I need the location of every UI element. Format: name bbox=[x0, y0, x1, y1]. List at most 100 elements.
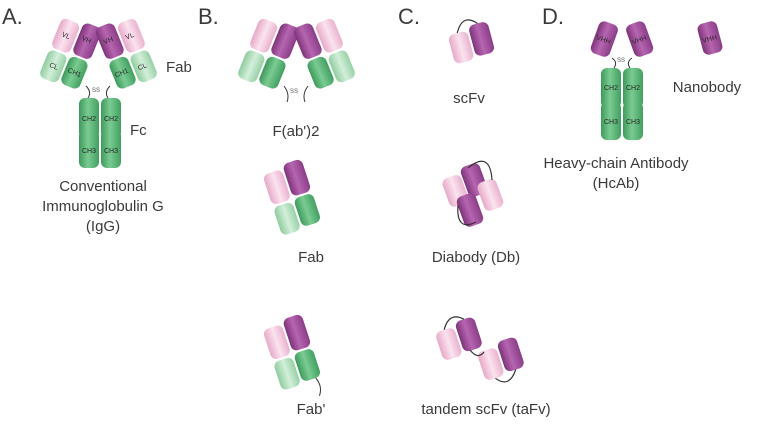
linker bbox=[456, 19, 478, 34]
igg-name-line2: Immunoglobulin G bbox=[42, 198, 164, 215]
vhh-label: VHH bbox=[595, 34, 611, 46]
domain-ch2-left bbox=[601, 68, 621, 108]
domain-vh bbox=[96, 23, 124, 59]
domain-vl bbox=[477, 179, 504, 211]
domain-ch1 bbox=[109, 56, 136, 89]
disulfide-label: SS bbox=[92, 88, 100, 94]
domain-ch1 bbox=[61, 56, 88, 89]
ch3-label: CH3 bbox=[104, 148, 118, 155]
vh-label: VH bbox=[80, 35, 92, 45]
diabody bbox=[442, 160, 504, 227]
domain-ch3-right bbox=[623, 102, 643, 140]
domain-vh bbox=[294, 23, 322, 59]
fab2-fragment: SS bbox=[238, 18, 355, 103]
domain-ch1 bbox=[307, 56, 334, 89]
domain-ch3-left bbox=[79, 130, 99, 168]
ch2-label: CH2 bbox=[82, 116, 96, 123]
ch2-label: CH2 bbox=[604, 85, 618, 92]
ch2-label: CH2 bbox=[104, 116, 118, 123]
hinge bbox=[85, 85, 111, 99]
vhh-label: VHH bbox=[702, 34, 718, 45]
domain-vhh bbox=[626, 21, 654, 57]
linker bbox=[469, 349, 485, 357]
ch1-label: CH1 bbox=[114, 68, 130, 80]
domain-ch2-right bbox=[623, 68, 643, 108]
domain-cl bbox=[130, 50, 157, 83]
domain-vl bbox=[52, 18, 80, 53]
hinge-tail bbox=[315, 377, 321, 396]
linker bbox=[495, 369, 517, 383]
linker bbox=[443, 316, 465, 330]
domain-cl bbox=[328, 50, 355, 83]
fab-fragment bbox=[263, 159, 320, 235]
disulfide-label: SS bbox=[617, 58, 625, 64]
hinge bbox=[283, 85, 309, 103]
panel-letter-b: B. bbox=[198, 4, 219, 29]
domain-ch1 bbox=[294, 349, 320, 381]
ch3-label: CH3 bbox=[82, 148, 96, 155]
fab-prime-label: Fab' bbox=[297, 401, 326, 418]
igg-fc-label: Fc bbox=[130, 122, 147, 139]
domain-vhh bbox=[590, 21, 618, 57]
linker bbox=[457, 204, 477, 226]
domain-vh bbox=[497, 337, 524, 372]
ch3-label: CH3 bbox=[626, 119, 640, 126]
heavy-chain-antibody: VHH VHH SS CH2 CH2 CH3 CH3 bbox=[590, 21, 654, 140]
domain-cl bbox=[40, 50, 67, 83]
hcab-label-line1: Heavy-chain Antibody bbox=[543, 155, 689, 172]
linker bbox=[467, 160, 493, 181]
domain-cl bbox=[274, 357, 300, 390]
hcab-label-line2: (HcAb) bbox=[593, 175, 640, 192]
domain-vh bbox=[456, 193, 484, 227]
domain-vl bbox=[315, 18, 343, 53]
igg-antibody: VL VH CL CH1 VH VL CH1 CL SS CH2 CH2 CH3… bbox=[40, 18, 157, 168]
vhh-label: VHH bbox=[631, 35, 647, 47]
domain-ch2-right bbox=[101, 98, 121, 138]
fab-prime-fragment bbox=[263, 314, 321, 396]
igg-name-line1: Conventional bbox=[59, 178, 147, 195]
igg-fab-label: Fab bbox=[166, 59, 192, 76]
domain-vh bbox=[73, 23, 101, 59]
vl-label: VL bbox=[60, 31, 71, 41]
domain-ch3-left bbox=[601, 102, 621, 140]
cl-label: CL bbox=[48, 62, 59, 72]
cl-label: CL bbox=[137, 62, 148, 72]
scfv-label: scFv bbox=[453, 90, 485, 107]
panel-letter-c: C. bbox=[398, 4, 420, 29]
diabody-label: Diabody (Db) bbox=[432, 249, 520, 266]
domain-vh bbox=[469, 22, 495, 56]
domain-ch1 bbox=[294, 194, 320, 226]
panel-letter-d: D. bbox=[542, 4, 564, 29]
panel-letter-a: A. bbox=[2, 4, 23, 29]
domain-vl bbox=[448, 31, 474, 64]
domain-ch2-left bbox=[79, 98, 99, 138]
fab-label: Fab bbox=[298, 249, 324, 266]
domain-ch1 bbox=[259, 56, 286, 89]
nanobody-label: Nanobody bbox=[673, 79, 742, 96]
domain-cl bbox=[274, 202, 300, 235]
disulfide-label: SS bbox=[290, 89, 298, 95]
igg-name-line3: (IgG) bbox=[86, 218, 120, 235]
domain-cl bbox=[238, 50, 265, 83]
tandem-scfv bbox=[436, 316, 524, 383]
domain-vl bbox=[436, 328, 462, 360]
tandem-scfv-label: tandem scFv (taFv) bbox=[421, 401, 550, 418]
fab2-label: F(ab')2 bbox=[272, 123, 319, 140]
domain-vh bbox=[271, 23, 299, 59]
domain-vh bbox=[283, 314, 311, 351]
vl-label: VL bbox=[125, 32, 136, 42]
hinge bbox=[611, 57, 633, 69]
domain-vl bbox=[263, 325, 290, 360]
domain-vh bbox=[455, 317, 482, 352]
domain-vl bbox=[250, 18, 278, 53]
ch3-label: CH3 bbox=[604, 119, 618, 126]
domain-vhh bbox=[697, 21, 723, 55]
domain-vl bbox=[478, 348, 504, 380]
domain-vh bbox=[283, 159, 311, 196]
nanobody: VHH bbox=[697, 21, 723, 55]
vh-label: VH bbox=[103, 36, 115, 46]
domain-vl bbox=[117, 18, 145, 53]
ch1-label: CH1 bbox=[66, 67, 82, 79]
scfv bbox=[448, 19, 495, 64]
